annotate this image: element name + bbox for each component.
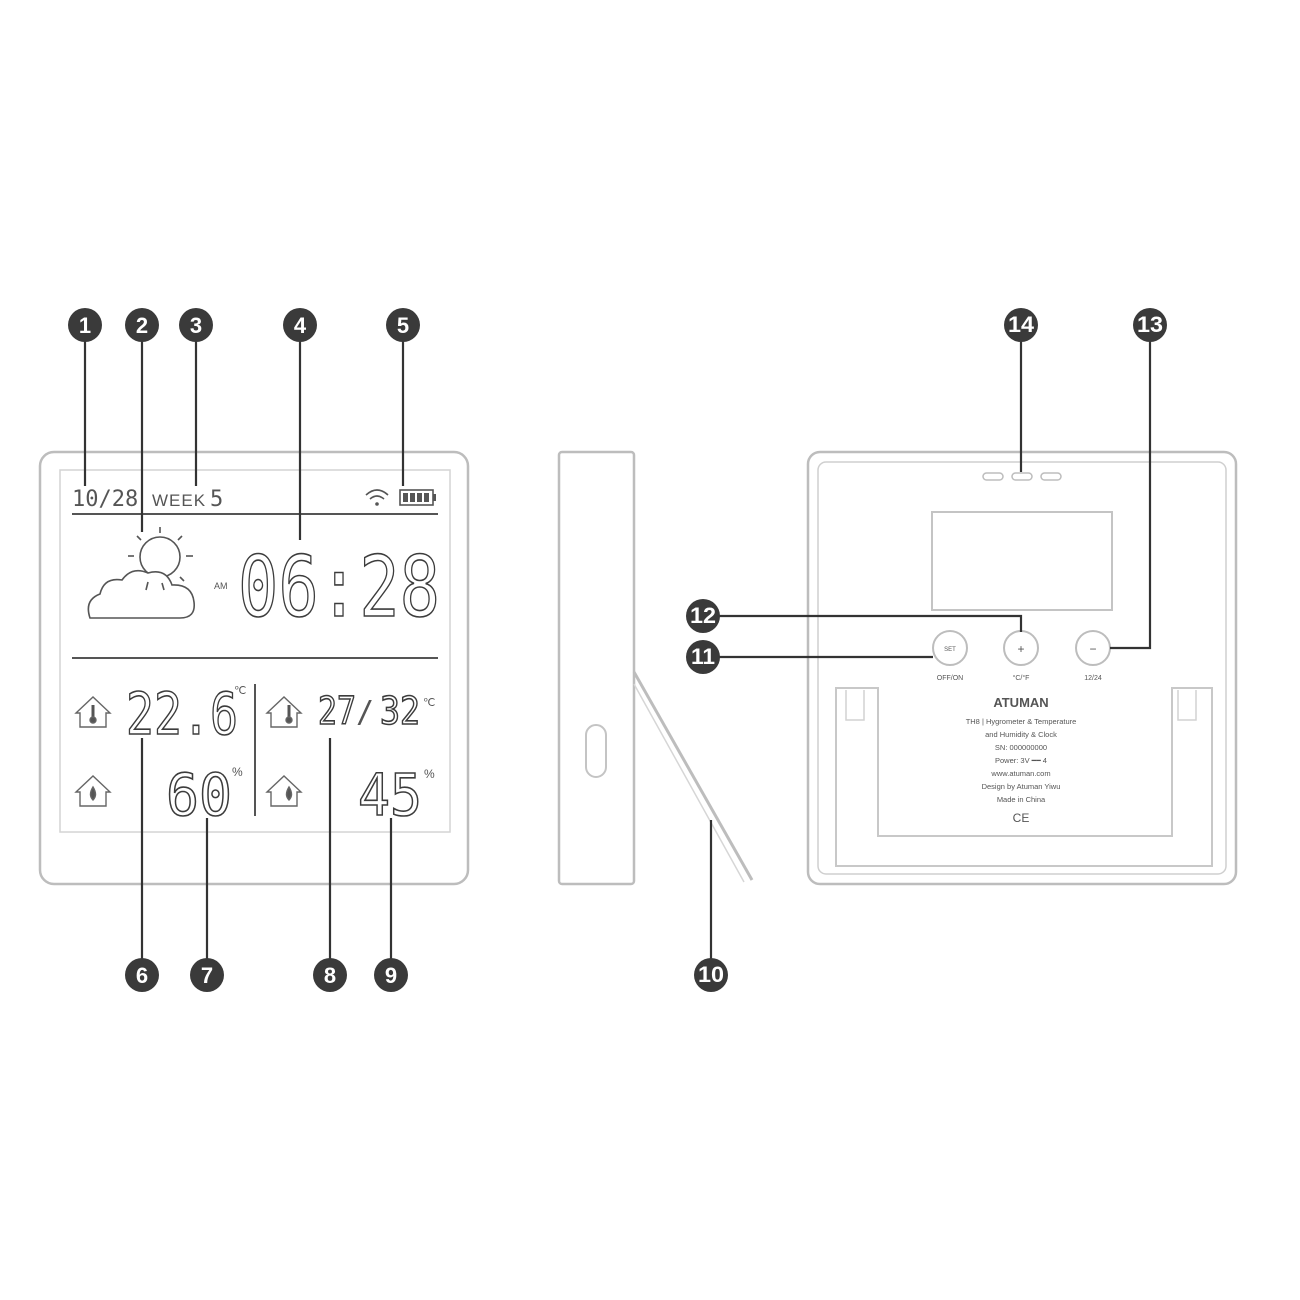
front-screen-border [59, 469, 451, 833]
outdoor-temperature-icon [265, 696, 303, 728]
callout-13: 13 [1133, 308, 1167, 342]
indoor-humidity-value: 60 [166, 761, 232, 829]
label-line-3: SN: 000000000 [995, 743, 1047, 752]
callout-6: 6 [125, 958, 159, 992]
stand-recess-inner-right [1177, 690, 1197, 721]
label-line-5: www.atuman.com [990, 769, 1050, 778]
callout-6-number: 6 [136, 963, 148, 988]
callout-12: 12 [686, 599, 720, 633]
front-outer-frame [38, 450, 470, 886]
hanging-slots [982, 472, 1062, 481]
callout-3: 3 [179, 308, 213, 342]
ampm-indicator: AM [214, 581, 228, 591]
side-body [557, 450, 636, 886]
callout-9-number: 9 [385, 963, 397, 988]
kickstand-edge [633, 683, 745, 883]
callout-7: 7 [190, 958, 224, 992]
battery-compartment-window [931, 511, 1113, 611]
brand-logo: ATUMAN [993, 695, 1048, 710]
indoor-temperature-icon [74, 696, 112, 728]
set-button[interactable]: SET OFF/ON [932, 630, 968, 682]
callout-14: 14 [1004, 308, 1038, 342]
callout-8-number: 8 [324, 963, 336, 988]
stand-recess-inner [845, 690, 865, 721]
callout-5-number: 5 [397, 313, 409, 338]
callout-7-number: 7 [201, 963, 213, 988]
indoor-humidity-icon [74, 775, 112, 807]
week-label: WEEK [152, 491, 206, 510]
back-view: SET OFF/ON + °C/°F − 12/24 ATUMAN TH8 | … [806, 450, 1238, 886]
callout-14-number: 14 [1008, 312, 1035, 337]
partly-cloudy-icon [87, 527, 196, 619]
side-slot [585, 724, 607, 778]
battery-icon [399, 489, 436, 506]
callout-13-number: 13 [1137, 312, 1163, 337]
indoor-temperature-unit: ℃ [234, 685, 246, 697]
temperature-separator: / [356, 695, 374, 730]
callout-10-number: 10 [698, 962, 724, 987]
callout-11: 11 [686, 640, 720, 674]
outdoor-humidity-icon [265, 775, 303, 807]
front-view: 10/28 WEEK 5 [38, 450, 470, 886]
callout-11-number: 11 [691, 644, 715, 669]
label-line-4: Power: 3V ━━ 4 [995, 756, 1047, 765]
callout-1: 1 [68, 308, 102, 342]
outdoor-temperature-high: 32 [380, 689, 420, 733]
outdoor-humidity-unit: % [424, 767, 435, 781]
side-view [557, 450, 754, 886]
callout-4-number: 4 [294, 313, 307, 338]
leader-lines [83, 338, 1152, 962]
callout-8: 8 [313, 958, 347, 992]
indoor-humidity-unit: % [232, 765, 243, 779]
callout-5: 5 [386, 308, 420, 342]
outdoor-temperature-low: 27 [318, 689, 356, 733]
label-line-7: Made in China [997, 795, 1046, 804]
indoor-temperature-value: 22.6 [126, 680, 238, 748]
callout-4: 4 [283, 308, 317, 342]
callout-1-number: 1 [79, 313, 91, 338]
label-line-6: Design by Atuman Yiwu [982, 782, 1061, 791]
set-button-label: OFF/ON [937, 675, 963, 682]
ce-mark: CE [1013, 811, 1030, 825]
minus-button-label: 12/24 [1084, 675, 1102, 682]
label-line-2: and Humidity & Clock [985, 730, 1057, 739]
callout-2: 2 [125, 308, 159, 342]
callout-9: 9 [374, 958, 408, 992]
callout-3-number: 3 [190, 313, 202, 338]
wifi-icon [365, 489, 389, 506]
plus-button-symbol: + [1017, 642, 1024, 656]
callout-12-number: 12 [690, 603, 716, 628]
date-readout: 10/28 [72, 487, 138, 512]
week-value: 5 [210, 487, 223, 512]
outdoor-temperature-unit: ℃ [423, 697, 435, 709]
time-readout: 06:28 [238, 538, 440, 636]
minus-button-symbol: − [1089, 642, 1096, 656]
label-line-1: TH8 | Hygrometer & Temperature [966, 717, 1077, 726]
kickstand [632, 671, 754, 881]
callout-2-number: 2 [136, 313, 148, 338]
stand-recess [835, 687, 1213, 867]
callout-badges: 1 2 3 4 5 6 7 8 9 10 11 12 13 14 [68, 308, 1167, 992]
set-button-symbol: SET [944, 647, 956, 653]
plus-button-label: °C/°F [1013, 674, 1030, 682]
callout-10: 10 [694, 958, 728, 992]
